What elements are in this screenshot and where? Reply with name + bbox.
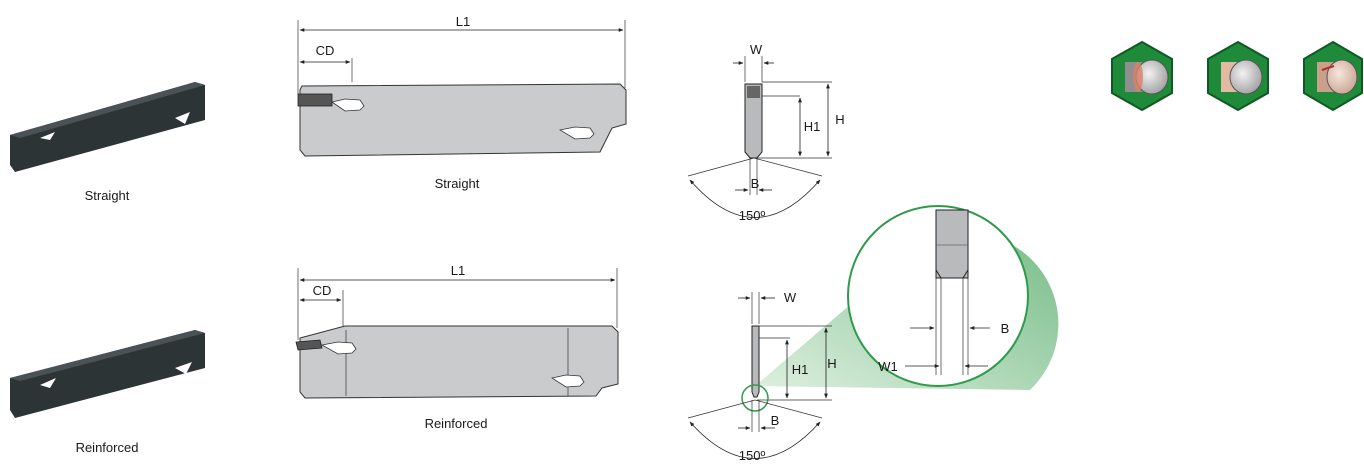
photo-caption-straight: Straight xyxy=(85,188,130,203)
label-b-reinforced: B xyxy=(771,413,780,428)
caption-side-reinforced: Reinforced xyxy=(425,416,488,431)
blade-photo-reinforced xyxy=(10,330,205,418)
label-cd-straight: CD xyxy=(316,43,335,58)
material-copper-icon xyxy=(1207,40,1269,112)
label-h1-reinforced: H1 xyxy=(792,362,809,377)
label-b-detail: B xyxy=(1001,321,1010,336)
caption-side-straight: Straight xyxy=(435,176,480,191)
material-steel-icon xyxy=(1111,40,1173,112)
detail-magnifier xyxy=(755,205,1059,390)
label-w1-detail: W1 xyxy=(878,359,898,374)
label-angle-reinforced: 150º xyxy=(739,448,766,463)
label-w-reinforced: W xyxy=(784,290,797,305)
label-h-straight: H xyxy=(835,112,844,127)
label-cd-reinforced: CD xyxy=(313,283,332,298)
end-view-reinforced xyxy=(687,292,832,459)
label-angle-straight: 150º xyxy=(739,208,766,223)
label-b-straight: B xyxy=(751,176,760,191)
label-l1-reinforced: L1 xyxy=(451,263,465,278)
label-h1-straight: H1 xyxy=(804,119,821,134)
end-view-straight xyxy=(687,56,832,218)
label-l1-straight: L1 xyxy=(456,14,470,29)
label-h-reinforced: H xyxy=(827,356,836,371)
side-view-reinforced xyxy=(295,268,619,399)
label-w-straight: W xyxy=(750,42,763,57)
blade-photo-straight xyxy=(10,82,205,172)
photo-caption-reinforced: Reinforced xyxy=(76,440,139,455)
material-coated-icon xyxy=(1303,40,1363,112)
side-view-straight xyxy=(297,20,627,157)
